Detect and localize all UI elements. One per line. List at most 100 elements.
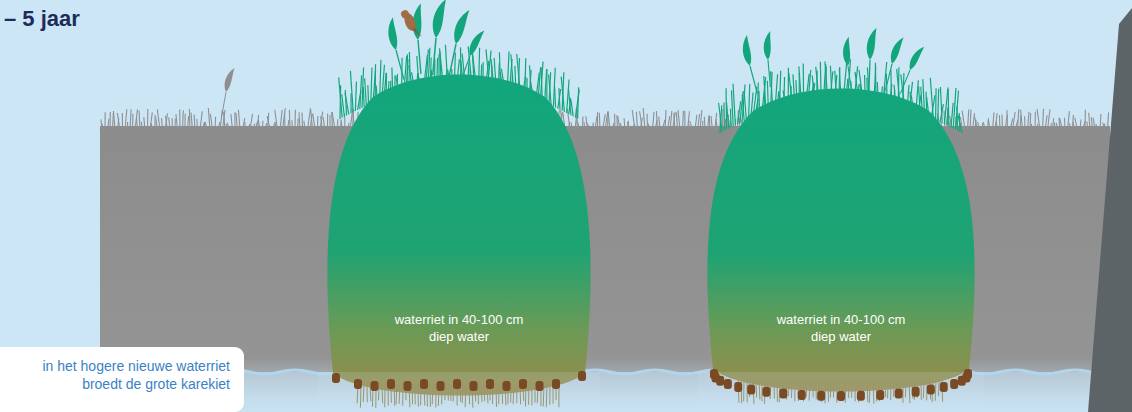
reed-blade <box>668 116 670 130</box>
reed-blade <box>577 121 580 130</box>
reed-blade <box>632 110 635 130</box>
reed-blade <box>165 116 167 130</box>
reed-blade <box>171 118 173 130</box>
wooden-post <box>437 381 445 391</box>
reed-blade <box>176 114 178 130</box>
reed-blade <box>949 122 950 130</box>
reed-blade <box>101 119 103 130</box>
wooden-post <box>716 376 724 386</box>
reed-blade <box>196 119 198 130</box>
reed-blade <box>1018 109 1019 130</box>
reed-blade <box>1108 112 1109 130</box>
reed-blade <box>238 110 240 130</box>
reed-blade <box>935 88 937 120</box>
reed-blade <box>962 111 965 130</box>
note-text: in het hogere nieuwe waterriet broedt de… <box>12 357 230 393</box>
reed-plume <box>841 37 857 94</box>
reed-warbler-bird <box>400 8 422 41</box>
reed-blade <box>250 114 253 130</box>
reed-blade <box>643 108 645 130</box>
reed-blade <box>988 120 990 130</box>
wooden-post <box>354 379 362 389</box>
reed-blade <box>1050 123 1052 130</box>
reed-blade <box>205 122 208 130</box>
reed-body <box>707 89 974 392</box>
wooden-post <box>798 390 806 400</box>
reed-blade <box>161 118 163 130</box>
reed-blade <box>297 118 299 130</box>
reed-blade <box>301 112 303 130</box>
reed-blade <box>109 112 110 130</box>
reed-blade <box>156 117 158 130</box>
reed-blade <box>700 110 702 130</box>
reed-blade <box>348 123 350 130</box>
reed-blade <box>731 90 733 126</box>
reed-blade <box>1053 118 1054 130</box>
reed-blade <box>122 113 123 130</box>
reed-blade <box>184 114 185 130</box>
wooden-post <box>503 381 511 391</box>
wooden-post <box>404 381 412 391</box>
reed-blade <box>236 113 238 130</box>
reed-blade <box>365 78 367 106</box>
reed-blade <box>231 114 233 130</box>
reed-blade <box>191 113 192 130</box>
reed-blade <box>549 74 552 105</box>
reed-plume <box>762 31 775 87</box>
reed-blade <box>1103 123 1105 130</box>
reed-blade <box>956 106 958 130</box>
reed-blade <box>341 119 343 130</box>
reed-blade <box>265 123 267 130</box>
reed-blade <box>147 109 148 130</box>
reed-blade <box>165 113 168 130</box>
reed-blade <box>1079 120 1081 130</box>
reed-blade <box>130 109 131 130</box>
plume-stem <box>768 60 770 87</box>
reed-blade <box>578 87 579 118</box>
reed-plume <box>411 4 427 75</box>
plume-head <box>467 28 484 58</box>
reed-blade <box>1064 118 1066 130</box>
plume-head <box>889 35 904 65</box>
reed-blade <box>262 121 263 130</box>
reed-blade <box>996 121 997 130</box>
reed-blade <box>169 118 170 130</box>
reed-blade <box>1037 109 1040 130</box>
wooden-post <box>470 381 478 391</box>
reed-blade <box>708 115 710 130</box>
wooden-post <box>734 382 742 392</box>
reed-blade <box>684 111 685 130</box>
reed-blade <box>194 115 196 130</box>
wooden-post <box>420 379 428 389</box>
reed-blade <box>595 117 597 130</box>
reed-blade <box>157 109 160 130</box>
wooden-posts <box>332 371 586 391</box>
reed-blade <box>723 103 725 131</box>
reed-blade <box>678 110 680 130</box>
reed-blade <box>189 109 191 130</box>
reed-blade <box>640 111 643 130</box>
reed-blade <box>970 110 971 130</box>
note-box: in het hogere nieuwe waterriet broedt de… <box>0 347 244 412</box>
wooden-post <box>876 390 884 400</box>
plume-stem <box>433 38 436 75</box>
reed-blade <box>179 109 180 130</box>
reed-blade <box>716 119 717 130</box>
reed-blade <box>656 111 657 130</box>
wooden-post <box>747 385 755 395</box>
reed-plume <box>428 0 446 76</box>
plume-stem <box>222 92 226 115</box>
reed-blade <box>698 114 700 130</box>
reed-blade <box>1031 124 1032 130</box>
plume-head <box>866 27 876 60</box>
reed-blade <box>597 112 598 130</box>
reed-blade <box>283 108 286 130</box>
reed-blade <box>113 111 115 130</box>
reed-blade <box>749 84 750 119</box>
reed-blade <box>304 121 305 130</box>
reed-plume <box>898 44 925 96</box>
reed-blade <box>587 123 590 130</box>
reed-blade <box>682 110 684 130</box>
reed-plume <box>865 27 876 90</box>
wooden-post <box>912 387 920 397</box>
